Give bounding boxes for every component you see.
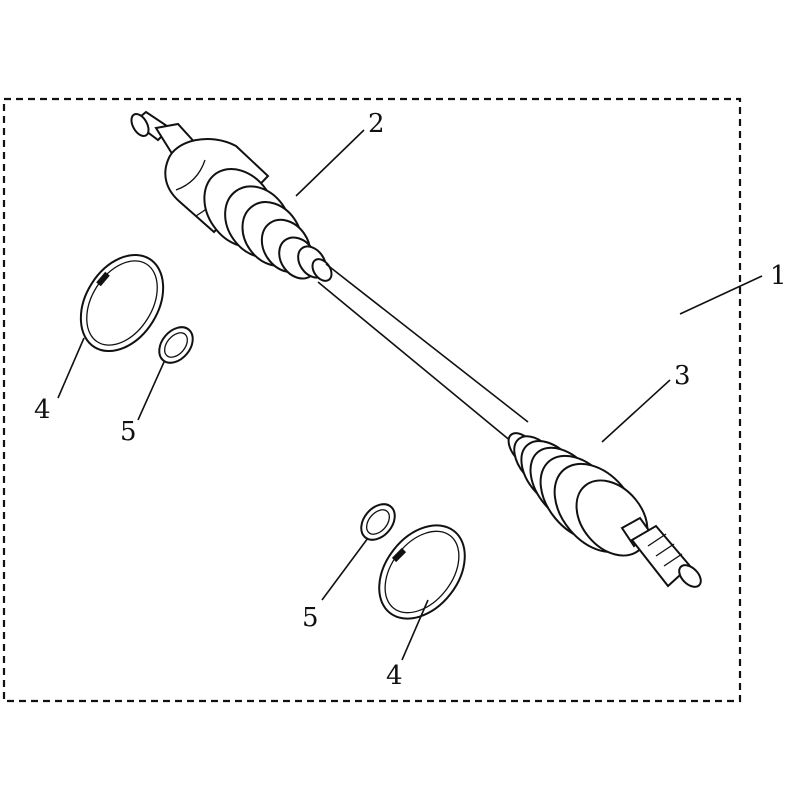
drive-shaft (130, 110, 702, 588)
callout-1: 1 (770, 261, 787, 291)
inner-boot (203, 168, 333, 282)
leader-line-5-lower (321, 537, 369, 601)
leader-line-5-upper (137, 361, 165, 421)
large-clamp-lower-part (378, 524, 466, 620)
leader-line-3 (601, 379, 671, 443)
outer-boot (507, 432, 649, 557)
callout-4-lower: 4 (386, 661, 403, 691)
inner-stub-shaft (130, 110, 200, 162)
callout-5-lower: 5 (302, 603, 319, 633)
small-clamp-upper-part (158, 326, 194, 364)
leader-line-2 (295, 129, 365, 197)
leader-lines (57, 129, 763, 661)
leader-line-1 (679, 275, 763, 315)
small-clamp-lower-part (360, 503, 396, 541)
callout-2: 2 (368, 109, 385, 139)
leader-line-4-lower (401, 599, 429, 661)
callout-labels: 1 2 3 4 5 5 4 (34, 109, 787, 691)
main-shaft (317, 263, 529, 443)
callout-5-upper: 5 (120, 417, 137, 447)
assembly-frame (2, 97, 742, 703)
callout-3: 3 (674, 361, 691, 391)
leader-line-4-upper (57, 337, 85, 399)
callout-4-upper: 4 (34, 395, 51, 425)
outer-stub-shaft (620, 516, 702, 588)
large-clamp-upper-part (79, 253, 165, 353)
